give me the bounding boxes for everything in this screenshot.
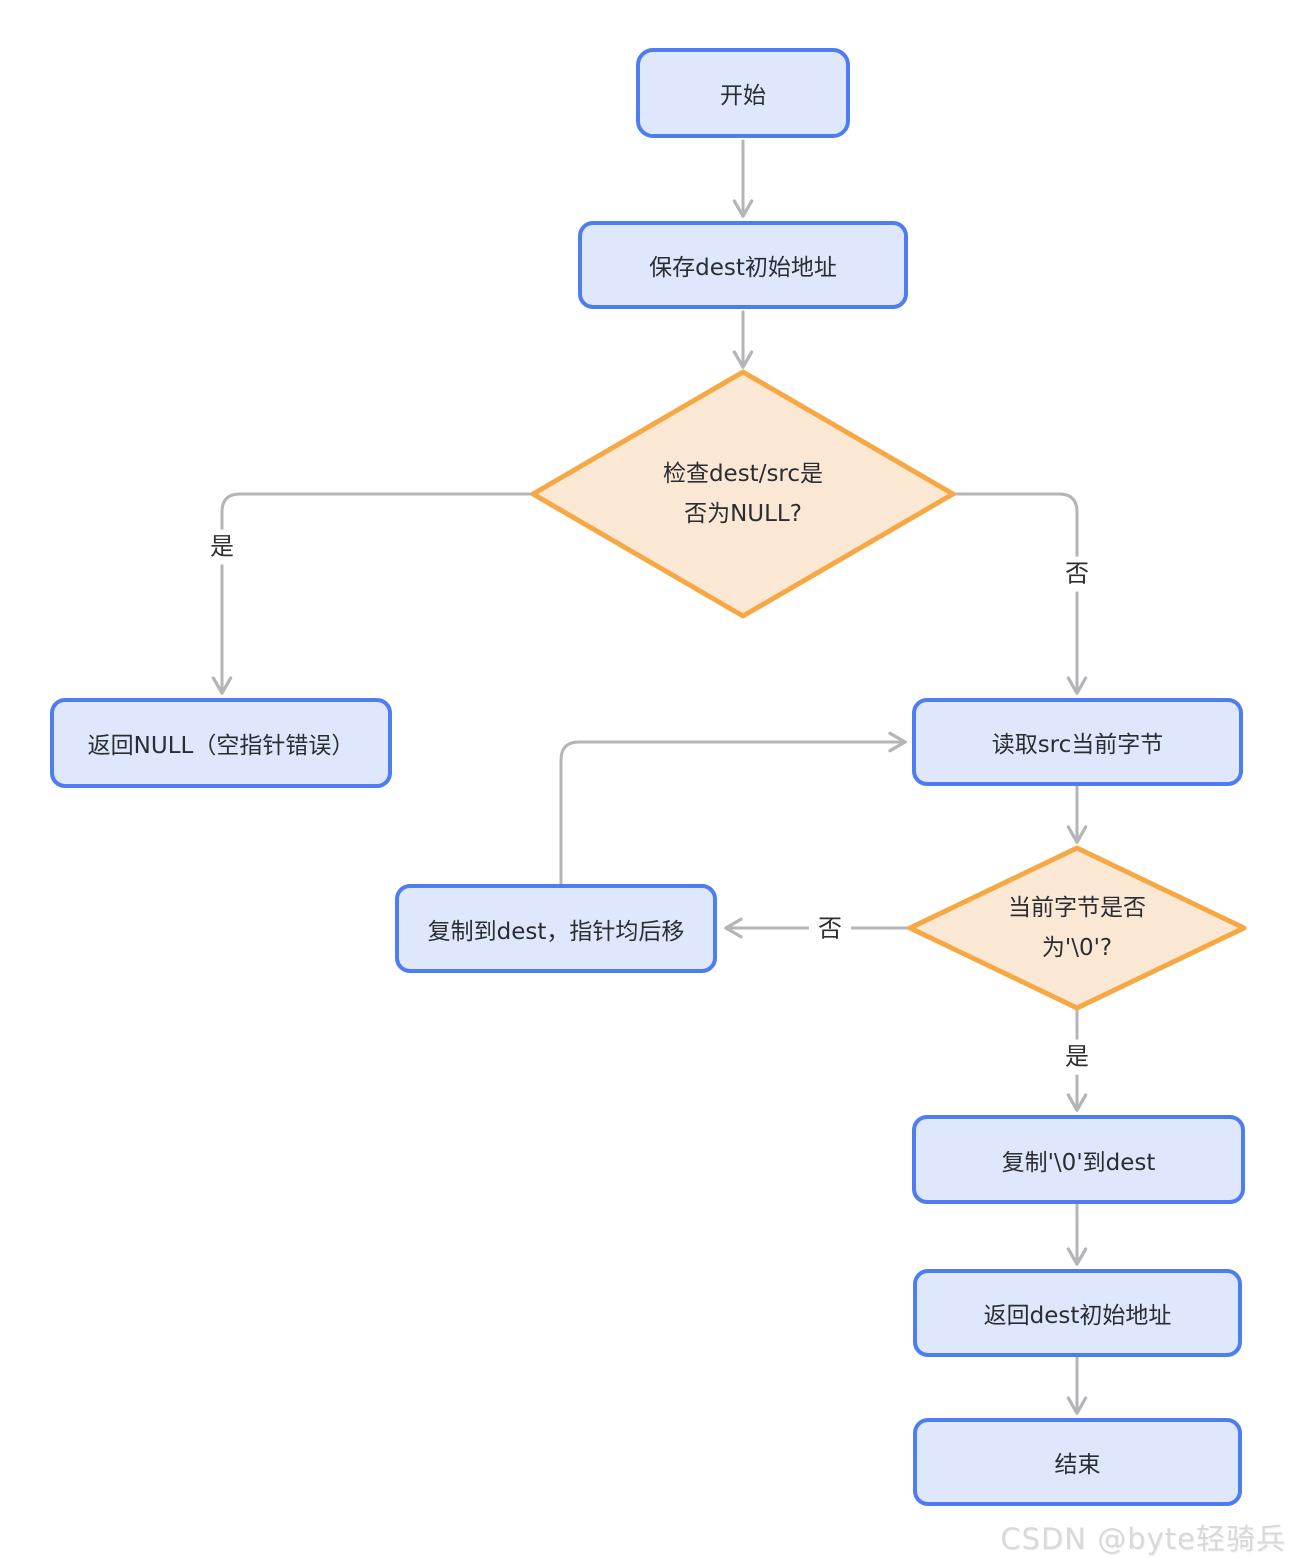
process-return-null: 返回NULL（空指针错误） — [50, 698, 392, 788]
process-copy-byte: 复制到dest，指针均后移 — [395, 884, 717, 973]
decision-check-zero: 当前字节是否 为'\0'? — [905, 843, 1249, 1013]
end-label: 结束 — [1054, 1452, 1101, 1478]
edge-copybyte-loop — [559, 731, 907, 885]
process-read-src: 读取src当前字节 — [912, 698, 1243, 786]
decision-check-null: 检查dest/src是 否为NULL? — [528, 367, 958, 621]
watermark: CSDN @byte轻骑兵 — [1000, 1522, 1286, 1556]
process-copy-null: 复制'\0'到dest — [912, 1115, 1245, 1204]
decision-check-zero-label: 当前字节是否 为'\0'? — [1008, 895, 1146, 961]
process-copy-null-label: 复制'\0'到dest — [1001, 1149, 1156, 1176]
process-read-src-label: 读取src当前字节 — [991, 732, 1164, 758]
edge-label-zero-yes: 是 — [1056, 1039, 1098, 1075]
process-copy-byte-label: 复制到dest，指针均后移 — [427, 918, 685, 945]
start-label: 开始 — [720, 83, 766, 109]
process-return-dest: 返回dest初始地址 — [913, 1269, 1242, 1357]
start-node: 开始 — [636, 48, 850, 138]
decision-check-null-label: 检查dest/src是 否为NULL? — [662, 461, 824, 527]
edge-label-null-yes: 是 — [201, 529, 243, 565]
end-node: 结束 — [913, 1418, 1242, 1506]
edge-label-null-no: 否 — [1056, 556, 1098, 592]
diamond-shape — [530, 369, 956, 619]
process-save-dest-label: 保存dest初始地址 — [649, 255, 837, 281]
process-save-dest: 保存dest初始地址 — [578, 221, 908, 309]
process-return-null-label: 返回NULL（空指针错误） — [87, 733, 355, 759]
edge-label-zero-no: 否 — [809, 911, 851, 947]
edge-checknull-no — [951, 492, 1088, 695]
diamond-shape — [907, 845, 1247, 1011]
edge-checknull-yes — [211, 492, 535, 695]
process-return-dest-label: 返回dest初始地址 — [983, 1303, 1172, 1329]
